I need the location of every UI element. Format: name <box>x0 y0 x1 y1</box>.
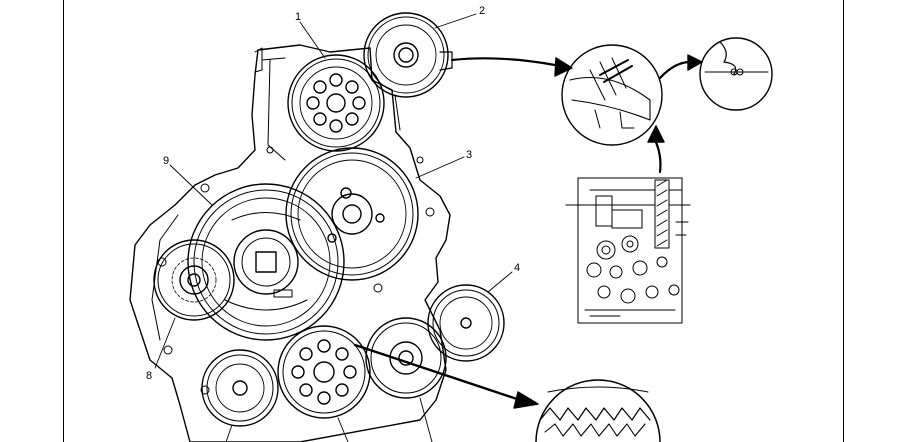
callout-4: 4 <box>514 262 520 274</box>
arrowhead-small-detail <box>687 54 703 71</box>
housing-bolt-holes <box>157 146 435 395</box>
gear-6 <box>277 325 371 419</box>
callout-9: 9 <box>163 155 169 167</box>
callout-2: 2 <box>479 5 485 17</box>
gear-7 <box>201 349 279 427</box>
arrowhead-bottom-detail <box>513 391 539 409</box>
callout-3: 3 <box>466 149 472 161</box>
arrow-to-bottom-detail <box>353 343 522 402</box>
arrowhead-section-view <box>647 125 665 143</box>
gear-2 <box>363 12 453 98</box>
arrowhead-top-detail <box>554 57 573 77</box>
gear-3 <box>285 147 419 281</box>
housing-inner-contour <box>151 59 401 341</box>
section-view-drawing <box>565 177 691 324</box>
housing-upper-boss <box>254 47 286 73</box>
page-right-border <box>843 0 844 442</box>
magnified-gear-mesh-detail <box>561 44 663 146</box>
gear-housing-outline <box>129 44 451 442</box>
leader-lines <box>154 13 513 442</box>
gear-5 <box>365 317 447 399</box>
callout-8: 8 <box>146 370 152 382</box>
magnified-tooth-detail <box>535 379 661 442</box>
callout-1: 1 <box>295 11 301 23</box>
gear-8 <box>153 239 235 321</box>
arrow-to-top-detail <box>450 57 557 67</box>
gear-4 <box>427 284 505 362</box>
page-left-border <box>63 0 64 442</box>
arrow-from-section-view <box>653 138 662 174</box>
small-circle-detail <box>699 37 773 111</box>
gear-1 <box>287 54 385 152</box>
gear-9 <box>187 183 345 341</box>
arrow-to-small-detail <box>658 60 692 80</box>
